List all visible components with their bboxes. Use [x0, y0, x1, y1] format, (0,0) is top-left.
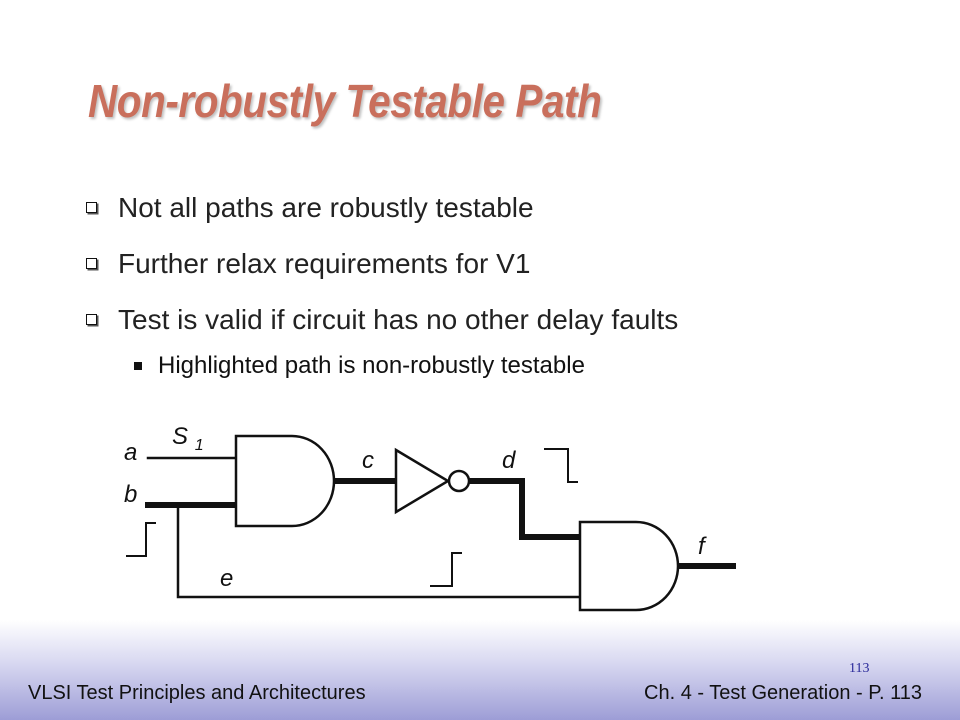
bullet-item: Test is valid if circuit has no other de… — [84, 304, 924, 336]
label-f: f — [698, 533, 707, 560]
wire-d-highlighted — [467, 478, 583, 540]
checkbox-bullet-icon — [86, 202, 97, 213]
footer-chapter-page: Ch. 4 - Test Generation - P. 113 — [644, 682, 922, 704]
and-gate-1 — [234, 434, 336, 528]
bullet-text: Not all paths are robustly testable — [118, 192, 534, 223]
page-number: 113 — [849, 661, 870, 676]
bullet-item: Further relax requirements for V1 — [84, 248, 924, 280]
bullet-list: Not all paths are robustly testable Furt… — [84, 192, 924, 380]
slide-title: Non-robustly Testable Path — [88, 75, 602, 127]
waveform-d-falling — [544, 448, 578, 483]
bullet-text: Further relax requirements for V1 — [118, 248, 531, 279]
label-d: d — [502, 447, 516, 474]
label-a: a — [124, 439, 137, 466]
square-bullet-icon — [134, 362, 142, 370]
footer-course-title: VLSI Test Principles and Architectures — [28, 682, 366, 704]
label-s-subscript: 1 — [195, 437, 204, 454]
checkbox-bullet-icon — [86, 314, 97, 325]
bullet-item: Not all paths are robustly testable — [84, 192, 924, 224]
label-s: S 1 — [172, 423, 204, 454]
label-c: c — [362, 447, 374, 474]
label-s-main: S — [172, 423, 188, 450]
label-b: b — [124, 481, 137, 508]
bullet-text: Test is valid if circuit has no other de… — [118, 304, 679, 335]
footer-band — [0, 620, 960, 720]
sub-bullet-text: Highlighted path is non-robustly testabl… — [158, 352, 585, 379]
inverter-gate — [394, 447, 451, 515]
label-e: e — [220, 565, 233, 592]
waveform-e-rising — [430, 552, 462, 587]
inverter-bubble — [447, 469, 471, 493]
and-gate-2 — [578, 520, 680, 612]
waveform-b-rising — [126, 522, 156, 557]
wire-e — [176, 503, 582, 599]
sub-bullet-item: Highlighted path is non-robustly testabl… — [84, 352, 924, 380]
checkbox-bullet-icon — [86, 258, 97, 269]
